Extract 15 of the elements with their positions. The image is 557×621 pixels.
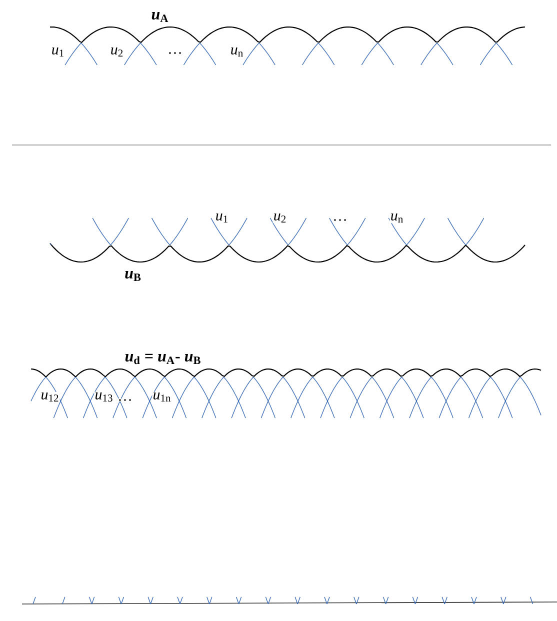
waveform-label: u$_{n}$ [390, 212, 404, 224]
waveform-label: u$_{13}$ [94, 392, 114, 402]
waveform-label: u$_{n}$ [230, 46, 244, 58]
waveform-label: u$_{B}$ [124, 270, 142, 282]
waveform-label: u$_{1}$ [50, 46, 66, 58]
waveform-label: u$_{d}$ = u$_{A}$- u$_{B}$ [124, 353, 202, 365]
waveform-label: … [332, 218, 348, 222]
waveform-label: u$_{1n}$ [152, 392, 172, 402]
waveform-label: … [166, 52, 184, 54]
waveform-label: … [116, 398, 134, 402]
waveform-label: u$_{A}$ [150, 11, 170, 23]
waveform-label: u$_{12}$ [40, 392, 60, 402]
waveform-label: u$_{1}$ [214, 212, 230, 224]
waveform-label: u$_{2}$ [272, 212, 288, 224]
waveform-label: u$_{2}$ [110, 46, 124, 58]
